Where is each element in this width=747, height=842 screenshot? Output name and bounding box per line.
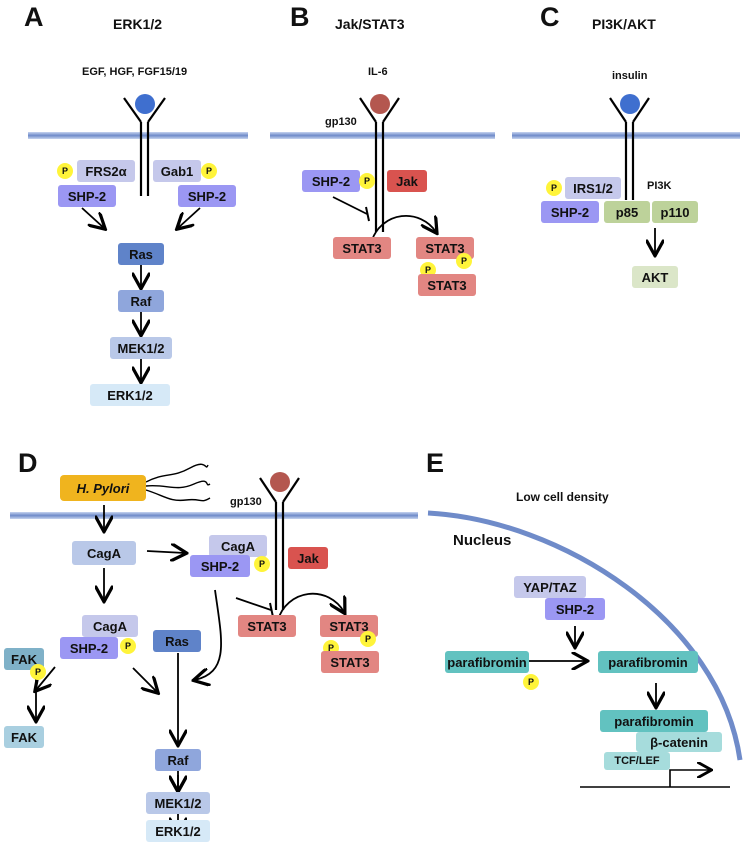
membrane-d <box>10 512 418 519</box>
ligands-a: EGF, HGF, FGF15/19 <box>82 66 188 78</box>
stat3-d-left: STAT3 <box>238 615 296 637</box>
receptor-b <box>359 97 400 232</box>
stat3-b-left: STAT3 <box>333 237 391 259</box>
jak-d: Jak <box>288 547 328 569</box>
yap-taz: YAP/TAZ <box>514 576 586 598</box>
p85: p85 <box>604 201 650 223</box>
parafibromin-left: parafibromin <box>445 651 529 673</box>
parafibromin-bottom: parafibromin <box>600 710 708 732</box>
ras-d: Ras <box>153 630 201 652</box>
panel-letter-e: E <box>426 448 445 478</box>
shp2-e: SHP-2 <box>545 598 605 620</box>
shp2-a-left: SHP-2 <box>58 185 116 207</box>
flagella <box>145 463 211 502</box>
phospho-c1: P <box>546 180 562 196</box>
p110: p110 <box>652 201 698 223</box>
insulin-label: insulin <box>612 70 648 82</box>
phospho-b1: P <box>359 173 375 189</box>
ligand-c <box>620 94 640 114</box>
shp2-complex: SHP-2 <box>190 555 250 577</box>
h-pylori: H. Pylori <box>60 475 146 501</box>
gp130-d: gp130 <box>230 496 262 508</box>
nuclear-envelope <box>427 510 743 761</box>
membrane-a <box>28 132 248 139</box>
phospho-a2: P <box>201 163 217 179</box>
caga-mid: CagA <box>82 615 138 637</box>
il6-label: IL-6 <box>368 66 388 78</box>
panel-title-b: Jak/STAT3 <box>335 16 405 32</box>
phospho-e1: P <box>523 674 539 690</box>
mek-d: MEK1/2 <box>146 792 210 814</box>
fak-bottom: FAK <box>4 726 44 748</box>
stat3-b-bottom: STAT3 <box>418 274 476 296</box>
parafibromin-right: parafibromin <box>598 651 698 673</box>
raf-a: Raf <box>118 290 164 312</box>
receptor-a <box>123 97 166 196</box>
frs2-alpha: FRS2α <box>77 160 135 182</box>
ligand-b <box>370 94 390 114</box>
gab1: Gab1 <box>153 160 201 182</box>
shp2-b: SHP-2 <box>302 170 360 192</box>
panel-title-a: ERK1/2 <box>113 16 163 32</box>
shp2-mid: SHP-2 <box>60 637 118 659</box>
gp130-b: gp130 <box>325 116 357 128</box>
phospho-d1: P <box>254 556 270 572</box>
mek-a: MEK1/2 <box>110 337 172 359</box>
shp2-a-right: SHP-2 <box>178 185 236 207</box>
density-label: Low cell density <box>516 490 609 504</box>
receptor-d <box>259 477 300 610</box>
nucleus-label: Nucleus <box>453 532 512 549</box>
ligand-d <box>270 472 290 492</box>
raf-d: Raf <box>155 749 201 771</box>
phospho-a1: P <box>57 163 73 179</box>
panel-letter-c: C <box>540 2 560 32</box>
caga-complex: CagA <box>209 535 267 557</box>
beta-catenin: β-catenin <box>636 732 722 752</box>
receptor-c <box>609 97 650 200</box>
jak-b: Jak <box>387 170 427 192</box>
tcf-lef: TCF/LEF <box>604 752 670 770</box>
erk-a: ERK1/2 <box>90 384 170 406</box>
ligand-a <box>135 94 155 114</box>
pi3k-label: PI3K <box>647 180 672 192</box>
akt: AKT <box>632 266 678 288</box>
shp2-c: SHP-2 <box>541 201 599 223</box>
panel-letter-a: A <box>24 2 44 32</box>
ras-a: Ras <box>118 243 164 265</box>
phospho-b2: P <box>456 253 472 269</box>
caga-top: CagA <box>72 541 136 565</box>
panel-letter-d: D <box>18 448 38 478</box>
panel-title-c: PI3K/AKT <box>592 16 656 32</box>
stat3-d-bottom: STAT3 <box>321 651 379 673</box>
phospho-d5: P <box>30 664 46 680</box>
erk-d: ERK1/2 <box>146 820 210 842</box>
irs12: IRS1/2 <box>565 177 621 199</box>
phospho-d2: P <box>360 631 376 647</box>
phospho-d4: P <box>120 638 136 654</box>
panel-letter-b: B <box>290 2 310 32</box>
